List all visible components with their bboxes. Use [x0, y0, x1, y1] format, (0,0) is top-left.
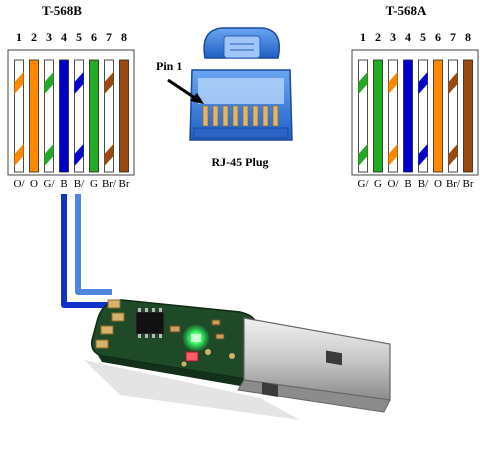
- a-wire-4: [403, 59, 413, 173]
- t568a-frame: [351, 49, 479, 176]
- plug-contact-6: [252, 105, 259, 127]
- a-pin-number: 3: [390, 30, 396, 44]
- a-pin-number: 7: [450, 30, 456, 44]
- plug-contact-1: [202, 105, 209, 127]
- b-wire-1: [14, 59, 24, 173]
- t568a-wires: [358, 59, 473, 173]
- t568a-title: T-568A: [386, 3, 427, 18]
- a-wire-label: G: [374, 178, 382, 190]
- b-wire-3: [44, 59, 54, 173]
- led-green: [191, 334, 201, 342]
- plug-contacts: [202, 105, 279, 127]
- a-pin-number: 2: [375, 30, 381, 44]
- connection-cables: [61, 194, 112, 308]
- b-pin-number: 6: [91, 30, 97, 44]
- cable-dark-blue: [61, 194, 108, 308]
- pin1-label: Pin 1: [156, 59, 182, 73]
- b-wire-label: Br: [119, 178, 130, 190]
- a-wire-label: G/: [358, 178, 370, 190]
- rj45-caption: RJ-45 Plug: [212, 155, 269, 169]
- plug-contact-4: [232, 105, 239, 127]
- plug-contact-7: [262, 105, 269, 127]
- plug-contact-5: [242, 105, 249, 127]
- plug-contact-3: [222, 105, 229, 127]
- pcb-pad-3: [100, 325, 114, 335]
- cable-light-blue: [75, 194, 112, 295]
- b-wire-4: [59, 59, 69, 173]
- b-wire-5: [74, 59, 84, 173]
- t568b-wires: [14, 59, 129, 173]
- a-wire-label: B: [404, 178, 411, 190]
- rj45-plug-illustration: Pin 1 RJ-45 Plug: [156, 27, 293, 169]
- b-wire-2: [29, 59, 39, 173]
- b-wire-label: O/: [14, 178, 26, 190]
- b-wire-label: Br/: [102, 178, 117, 190]
- a-pin-number: 5: [420, 30, 426, 44]
- b-wire-label: B: [60, 178, 67, 190]
- a-wire-7: [448, 59, 458, 173]
- plug-contact-2: [212, 105, 219, 127]
- b-pin-number: 2: [31, 30, 37, 44]
- b-wire-label: G: [90, 178, 98, 190]
- pcb-pad-1: [107, 299, 121, 309]
- b-wire-7: [104, 59, 114, 173]
- b-pin-number: 1: [16, 30, 22, 44]
- b-pin-number: 3: [46, 30, 52, 44]
- b-wire-label: G/: [44, 178, 56, 190]
- plug-contact-8: [272, 105, 279, 127]
- a-pin-number: 6: [435, 30, 441, 44]
- b-pin-number: 4: [61, 30, 67, 44]
- b-wire-6: [89, 59, 99, 173]
- a-wire-8: [463, 59, 473, 173]
- a-wire-6: [433, 59, 443, 173]
- b-wire-label: B/: [74, 178, 85, 190]
- a-wire-3: [388, 59, 398, 173]
- usb-hole-2: [326, 350, 342, 366]
- a-wire-label: O: [434, 178, 442, 190]
- b-wire-8: [119, 59, 129, 173]
- a-wire-label: Br: [463, 178, 474, 190]
- b-pin-number: 7: [106, 30, 112, 44]
- pcb-chip: [135, 311, 165, 335]
- pcb-pad-2: [111, 312, 125, 322]
- b-pin-number: 8: [121, 30, 127, 44]
- a-pin-number: 8: [465, 30, 471, 44]
- a-wire-5: [418, 59, 428, 173]
- pin1-arrow-icon: [190, 93, 204, 104]
- a-wire-label: Br/: [446, 178, 461, 190]
- a-wire-1: [358, 59, 368, 173]
- pcb-pad-4: [95, 339, 109, 349]
- t568b-title: T-568B: [42, 3, 82, 18]
- plug-window: [198, 78, 284, 104]
- a-wire-label: O/: [388, 178, 400, 190]
- led-red: [185, 351, 199, 362]
- a-pin-number: 4: [405, 30, 411, 44]
- t568b-frame: [7, 49, 135, 176]
- plug-latch: [223, 35, 261, 59]
- a-wire-2: [373, 59, 383, 173]
- t568a-wire-labels: G/G O/B B/O Br/Br: [358, 178, 474, 190]
- usb-hole-1: [262, 382, 278, 398]
- b-wire-label: O: [30, 178, 38, 190]
- pin1-arrow-shaft: [167, 78, 199, 102]
- a-wire-label: B/: [418, 178, 429, 190]
- t568b-wire-labels: O/O G/B B/G Br/Br: [14, 178, 130, 190]
- a-pin-number: 1: [360, 30, 366, 44]
- usb-adapter-illustration: [84, 299, 391, 420]
- b-pin-number: 5: [76, 30, 82, 44]
